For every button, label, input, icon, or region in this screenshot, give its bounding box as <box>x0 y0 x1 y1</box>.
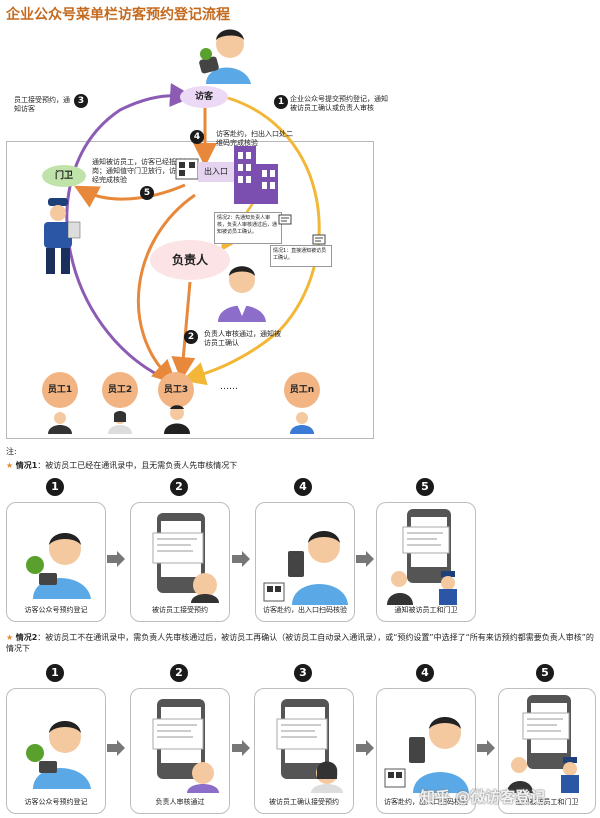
employee-avatar-icon <box>290 412 314 434</box>
leader-approve-icon <box>152 699 219 793</box>
case2-heading: ★ 情况2：被访员工不在通讯录中，需负责人先审核通过后，被访员工再确认（被访员工… <box>6 632 596 654</box>
employee-node-n: 员工n <box>284 372 320 408</box>
notes-prefix: 注: <box>6 447 17 456</box>
case1-card-1: 访客公众号预约登记 <box>6 502 106 622</box>
case2-card-2: 负责人审核通过 <box>130 688 230 814</box>
watermark: 知乎 @微访客登记 <box>420 788 546 806</box>
case1-card-4: 通知被访员工和门卫 <box>376 502 476 622</box>
case2-step-number: 1 <box>46 664 64 682</box>
step-number-5: 5 <box>140 186 154 200</box>
arrow-step3 <box>65 83 194 382</box>
case2-card-4: 访客赴约，出入口扫码核验 <box>376 688 476 814</box>
message-icon <box>278 214 292 225</box>
case1-step-number: 5 <box>416 478 434 496</box>
case2-step-number: 4 <box>416 664 434 682</box>
next-arrow-icon <box>477 740 495 756</box>
visitor-phone-icon <box>26 721 91 789</box>
leader-node: 负责人 <box>150 240 230 280</box>
case2-caption: 负责人审核通过 <box>155 798 205 806</box>
diagram-frame <box>6 141 374 439</box>
guard-icon <box>44 198 81 274</box>
message-icon <box>312 234 326 245</box>
case1-caption: 访客公众号预约登记 <box>24 606 88 614</box>
arrow-step5-emp <box>136 193 196 385</box>
case2-step-number: 5 <box>536 664 554 682</box>
step-text-2: 负责人审核通过，通知被访员工确认 <box>204 330 281 347</box>
gate-node: 门卫 <box>42 165 86 187</box>
case1-caption: 被访员工接受预约 <box>152 606 208 614</box>
case1-step-number: 4 <box>294 478 312 496</box>
case1-heading: ★ 情况1：被访员工已经在通讯录中，且无需负责人先审核情况下 <box>6 460 596 471</box>
case2-card-5: 通知被访员工和门卫 <box>498 688 596 814</box>
case1-card-2: 被访员工接受预约 <box>130 502 230 622</box>
employees-ellipsis: …… <box>220 382 238 392</box>
next-arrow-icon <box>232 551 250 567</box>
step-number-3: 3 <box>74 94 88 108</box>
next-arrow-icon <box>107 551 125 567</box>
step-text-1: 企业公众号提交预约登记，通知被访员工确认或负责人审核 <box>290 95 388 112</box>
qr-scanner-icon <box>175 158 199 180</box>
employee-avatar-icon <box>48 412 72 434</box>
step-text-4: 访客赴约，扫出入口处二维码完成核验 <box>216 130 293 147</box>
page-title: 企业公众号菜单栏访客预约登记流程 <box>6 7 230 23</box>
employee-confirm-icon <box>276 699 343 793</box>
employee-avatar-icon <box>164 405 190 434</box>
next-arrow-icon <box>356 551 374 567</box>
case1-caption: 通知被访员工和门卫 <box>394 606 458 614</box>
arrow-step1 <box>181 96 321 386</box>
notify-staff-guard-icon <box>507 695 579 793</box>
notify-staff-guard-icon <box>387 509 457 605</box>
case2-caption: 访客赴约，出入口扫码核验 <box>384 798 468 806</box>
case1-step-number: 1 <box>46 478 64 496</box>
step-number-4: 4 <box>190 130 204 144</box>
next-arrow-icon <box>232 740 250 756</box>
visitor-person-icon <box>199 29 251 84</box>
building-icon <box>234 146 278 204</box>
entrance-node: 出入口 <box>198 162 234 182</box>
employee-node-3: 员工3 <box>158 372 194 408</box>
case2-title: 情况2 <box>15 633 38 642</box>
visitor-phone-icon <box>26 533 91 599</box>
case1-card-3: 访客赴约，出入口扫码核验 <box>255 502 355 622</box>
star-icon: ★ <box>6 633 16 642</box>
case2-card-3: 被访员工确认接受预约 <box>254 688 354 814</box>
case2-caption: 访客公众号预约登记 <box>24 798 88 806</box>
case2-card-1: 访客公众号预约登记 <box>6 688 106 814</box>
case1-title: 情况1 <box>15 461 38 470</box>
case1-caption: 访客赴约，出入口扫码核验 <box>263 606 347 614</box>
next-arrow-icon <box>356 740 374 756</box>
leader-person-icon <box>218 266 266 322</box>
case2-step-number: 2 <box>170 664 188 682</box>
arrow-step2 <box>171 281 196 381</box>
visitor-scan-icon <box>263 531 348 605</box>
case2-step-number: 3 <box>294 664 312 682</box>
case1-bubble: 情况1：直接通知被访员工确认。 <box>270 245 332 267</box>
visitor-node: 访客 <box>180 86 228 108</box>
visitor-scan-icon <box>384 717 469 793</box>
case1-step-number: 2 <box>170 478 188 496</box>
case1-description: ：被访员工已经在通讯录中，且无需负责人先审核情况下 <box>37 461 238 470</box>
case2-caption: 通知被访员工和门卫 <box>515 798 579 806</box>
step-text-3: 员工接受预约，通知访客 <box>14 96 70 113</box>
arrow-step5-gate <box>74 183 186 208</box>
case2-caption: 被访员工确认接受预约 <box>269 798 339 806</box>
next-arrow-icon <box>107 740 125 756</box>
star-icon: ★ <box>6 461 16 470</box>
case2-bubble: 情况2：先通知负责人审核，负责人审核通过后，通知被访员工确认。 <box>214 212 282 244</box>
employee-node-2: 员工2 <box>102 372 138 408</box>
employee-avatar-icon <box>108 411 132 434</box>
phone-notification-icon <box>152 513 219 603</box>
step-number-1: 1 <box>274 95 288 109</box>
case2-description: ：被访员工不在通讯录中，需负责人先审核通过后，被访员工再确认（被访员工自动录入通… <box>6 633 594 653</box>
step-text-5: 通知被访员工，访客已经抵达门岗；通知值守门卫放行，访客已经完成核验 <box>92 158 190 184</box>
step-number-2: 2 <box>184 330 198 344</box>
employee-node-1: 员工1 <box>42 372 78 408</box>
